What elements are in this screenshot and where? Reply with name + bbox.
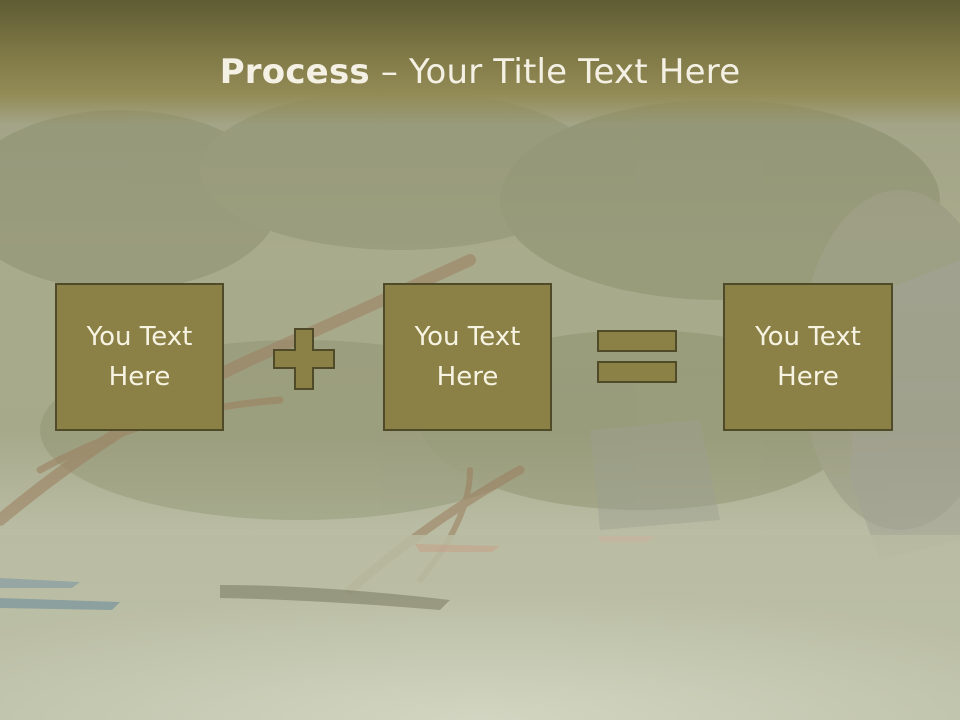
title-bar [0,0,960,125]
slide-title[interactable]: Process – Your Title Text Here [0,52,960,92]
box-line-2: Here [777,362,839,392]
plus-icon [273,328,335,390]
box-line-1: You Text [755,322,861,352]
title-strong: Process [219,52,370,92]
box-line-2: Here [436,362,499,392]
equals-icon [597,330,677,383]
box-line-2: Here [108,362,171,392]
box-line-1: You Text [414,322,521,352]
box-line-1: You Text [86,322,193,352]
title-rest: – Your Title Text Here [369,52,741,92]
